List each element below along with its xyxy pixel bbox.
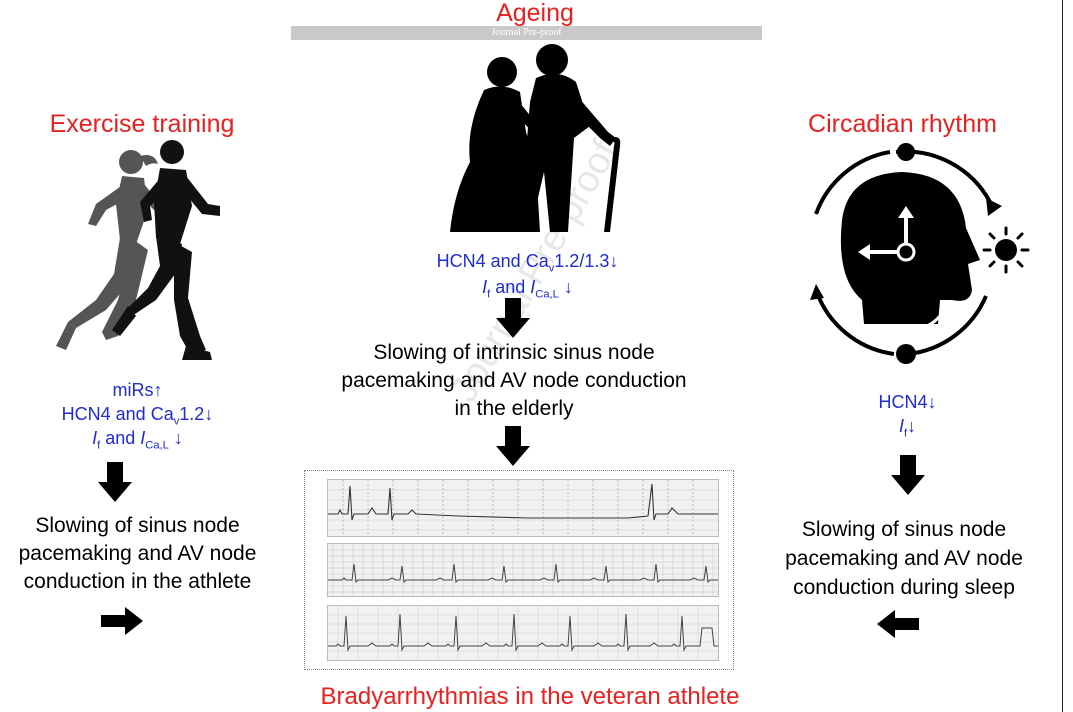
journal-preproof-banner: Journal Pre-proof <box>291 26 762 40</box>
right-outcome-line1: Slowing of sinus node <box>801 518 1007 541</box>
left-arrow-icon <box>877 610 919 638</box>
circadian-head-clock-icon <box>800 143 1030 364</box>
right-mechanism-line2: If↓ <box>898 416 917 440</box>
center-outcome-line2: pacemaking and AV node conduction <box>341 369 687 392</box>
down-arrow-icon <box>98 462 132 502</box>
right-outcome-line3: conduction during sleep <box>793 576 1015 599</box>
exercise-training-title: Exercise training <box>49 110 235 138</box>
left-mechanism-line2: HCN4 and Cav1.2↓ <box>61 404 214 428</box>
down-arrow-icon <box>891 455 925 495</box>
right-outcome: Slowing of sinus node pacemaking and AV … <box>768 515 1040 602</box>
down-arrow-icon <box>496 426 530 466</box>
left-mechanism-line3: If and ICa,L ↓ <box>92 428 183 452</box>
ecg-strip-av-block <box>327 605 719 661</box>
left-mechanism-line1: miRs↑ <box>112 380 163 400</box>
elderly-couple-icon <box>450 44 621 232</box>
ecg-strip-bradycardia <box>327 543 719 597</box>
ecg-panel <box>304 470 734 670</box>
left-outcome-line1: Slowing of sinus node <box>35 514 240 537</box>
ageing-title: Ageing <box>496 0 574 27</box>
center-outcome-line3: in the elderly <box>454 397 574 420</box>
center-outcome: Slowing of intrinsic sinus node pacemaki… <box>300 339 728 423</box>
circadian-rhythm-title: Circadian rhythm <box>808 110 997 138</box>
down-arrow-icon <box>496 298 530 338</box>
center-mechanism: HCN4 and Cav1.2/1.3↓ If and ICa,L ↓ <box>395 248 660 300</box>
conclusion-title: Bradyarrhythmias in the veteran athlete <box>320 683 740 710</box>
left-outcome: Slowing of sinus node pacemaking and AV … <box>0 512 275 596</box>
right-outcome-line2: pacemaking and AV node <box>785 547 1023 570</box>
center-mechanism-line1: HCN4 and Cav1.2/1.3↓ <box>436 251 619 275</box>
right-mechanism: HCN4↓ If↓ <box>845 390 970 440</box>
center-mechanism-line2: If and ICa,L ↓ <box>482 277 573 301</box>
left-outcome-line3: conduction in the athlete <box>23 570 252 593</box>
ecg-strip-pause <box>327 479 719 537</box>
banner-text: Journal Pre-proof <box>491 27 562 38</box>
right-mechanism-line1: HCN4↓ <box>878 392 937 412</box>
left-mechanism: miRs↑ HCN4 and Cav1.2↓ If and ICa,L ↓ <box>30 378 245 452</box>
center-outcome-line1: Slowing of intrinsic sinus node <box>373 341 655 364</box>
page-edge-line <box>1062 0 1063 712</box>
runners-silhouette-icon <box>56 140 220 360</box>
right-arrow-icon <box>101 607 143 635</box>
left-outcome-line2: pacemaking and AV node <box>18 542 257 565</box>
